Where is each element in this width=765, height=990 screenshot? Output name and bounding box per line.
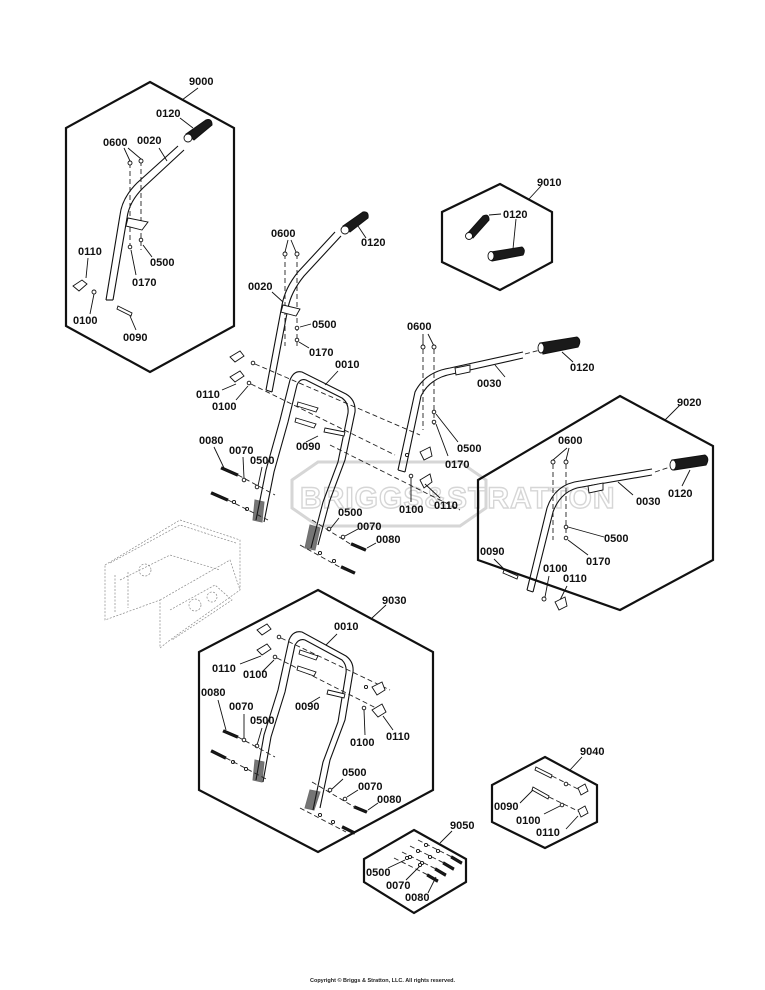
- grip-0120-b: [487, 246, 525, 262]
- label-0110[interactable]: 0110: [196, 389, 220, 401]
- label-0100[interactable]: 0100: [543, 563, 567, 575]
- label-0110[interactable]: 0110: [386, 731, 410, 743]
- label-0090[interactable]: 0090: [494, 801, 518, 813]
- label-0100[interactable]: 0100: [399, 504, 423, 516]
- label-0090[interactable]: 0090: [480, 546, 504, 558]
- label-0100[interactable]: 0100: [516, 815, 540, 827]
- label-0600[interactable]: 0600: [407, 321, 431, 333]
- label-0070[interactable]: 0070: [229, 701, 253, 713]
- label-0030[interactable]: 0030: [477, 378, 501, 390]
- label-0600[interactable]: 0600: [103, 137, 127, 149]
- hardware-set: [393, 839, 463, 883]
- label-0100[interactable]: 0100: [73, 315, 97, 327]
- label-0600[interactable]: 0600: [558, 435, 582, 447]
- label-0090[interactable]: 0090: [295, 701, 319, 713]
- kit-label-9050[interactable]: 9050: [450, 820, 474, 832]
- label-0500[interactable]: 0500: [342, 767, 366, 779]
- label-0070[interactable]: 0070: [229, 445, 253, 457]
- main-handle-0020[interactable]: 0120 0600 0020 0500 0170 0110 0100: [196, 211, 421, 456]
- label-0500[interactable]: 0500: [150, 257, 174, 269]
- label-0120[interactable]: 0120: [361, 237, 385, 249]
- label-0080[interactable]: 0080: [405, 892, 429, 904]
- label-0100[interactable]: 0100: [243, 669, 267, 681]
- label-0020[interactable]: 0020: [137, 135, 161, 147]
- kit-9020[interactable]: 9020 0120 0030 0600 0500 0170 0090 0100 …: [476, 394, 715, 612]
- label-0110[interactable]: 0110: [212, 663, 236, 675]
- kit-label-9020[interactable]: 9020: [677, 397, 701, 409]
- kit-label-9010[interactable]: 9010: [537, 177, 561, 189]
- label-0110[interactable]: 0110: [434, 500, 458, 512]
- kit-9050[interactable]: 9050 0500 0070 0080: [362, 820, 474, 915]
- copyright-footer: Copyright © Briggs & Stratton, LLC. All …: [309, 978, 456, 984]
- label-0080[interactable]: 0080: [199, 435, 223, 447]
- label-0500[interactable]: 0500: [312, 319, 336, 331]
- label-0500[interactable]: 0500: [250, 455, 274, 467]
- kit-9010[interactable]: 9010 0120: [440, 177, 561, 292]
- kit-9000[interactable]: 9000 0120 0600 0020 0500 0170 0110 010: [64, 76, 236, 374]
- label-0080[interactable]: 0080: [376, 534, 400, 546]
- label-0120[interactable]: 0120: [156, 108, 180, 120]
- label-0110[interactable]: 0110: [536, 827, 560, 839]
- label-0600[interactable]: 0600: [271, 228, 295, 240]
- kit-9030[interactable]: 9030 0010 0110 0100 0090 0100 0110 0080 …: [197, 588, 435, 854]
- label-0070[interactable]: 0070: [358, 781, 382, 793]
- label-0170[interactable]: 0170: [132, 277, 156, 289]
- label-0010[interactable]: 0010: [334, 621, 358, 633]
- label-0090[interactable]: 0090: [123, 332, 147, 344]
- kit-label-9030[interactable]: 9030: [382, 595, 406, 607]
- label-0170[interactable]: 0170: [586, 556, 610, 568]
- label-0100[interactable]: 0100: [350, 737, 374, 749]
- label-0080[interactable]: 0080: [201, 687, 225, 699]
- kit-label-9040[interactable]: 9040: [580, 746, 604, 758]
- label-0500[interactable]: 0500: [604, 533, 628, 545]
- label-0500[interactable]: 0500: [457, 443, 481, 455]
- label-0170[interactable]: 0170: [309, 347, 333, 359]
- main-lower-handle-0010[interactable]: 0010 0090 0080 0070 0500 0500 0070 0080: [199, 359, 461, 575]
- label-0070[interactable]: 0070: [386, 880, 410, 892]
- label-0100[interactable]: 0100: [212, 401, 236, 413]
- main-handle-0030[interactable]: 0120 0030 0600 0500 0170 0100 0110: [397, 321, 594, 516]
- grip-0120-a: [465, 214, 490, 240]
- label-0020[interactable]: 0020: [248, 281, 272, 293]
- label-0120[interactable]: 0120: [668, 488, 692, 500]
- label-0080[interactable]: 0080: [377, 794, 401, 806]
- kit-9040[interactable]: 9040 0090 0100 0110: [490, 746, 604, 850]
- label-0090[interactable]: 0090: [296, 441, 320, 453]
- label-0500[interactable]: 0500: [338, 507, 362, 519]
- label-0500[interactable]: 0500: [250, 715, 274, 727]
- grip-0120: [183, 119, 213, 143]
- label-0170[interactable]: 0170: [445, 459, 469, 471]
- label-0110[interactable]: 0110: [563, 573, 587, 585]
- label-0500[interactable]: 0500: [366, 867, 390, 879]
- label-0120[interactable]: 0120: [503, 209, 527, 221]
- kit-label-9000[interactable]: 9000: [189, 76, 213, 88]
- label-0110[interactable]: 0110: [78, 246, 102, 258]
- label-0010[interactable]: 0010: [335, 359, 359, 371]
- frame-housing: [104, 519, 241, 649]
- label-0030[interactable]: 0030: [636, 496, 660, 508]
- label-0070[interactable]: 0070: [357, 521, 381, 533]
- label-0120[interactable]: 0120: [570, 362, 594, 374]
